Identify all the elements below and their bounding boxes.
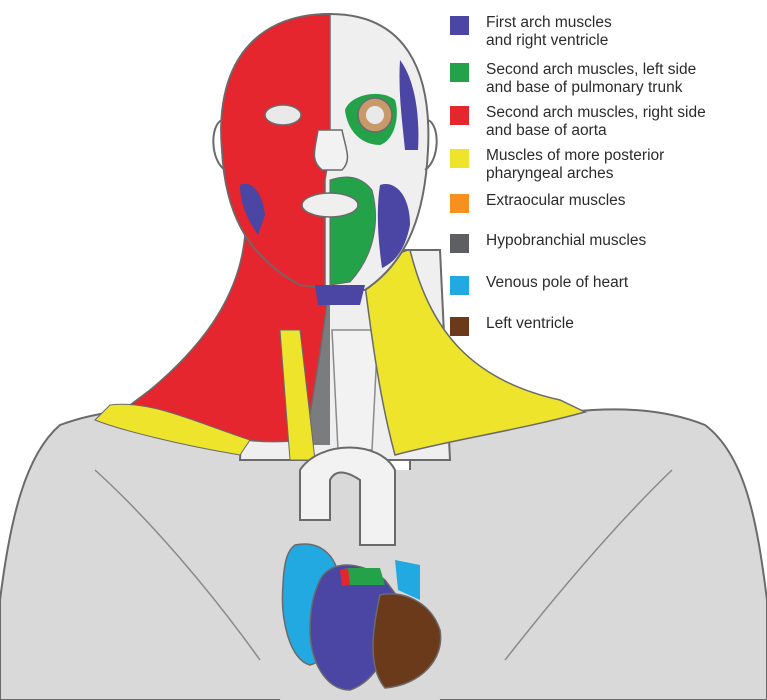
legend-swatch [450, 234, 469, 253]
legend-swatch [450, 106, 469, 125]
trachea [332, 330, 378, 450]
legend-swatch [450, 317, 469, 336]
legend-label-line: Second arch muscles, right side [486, 104, 706, 122]
legend-label-line: Left ventricle [486, 315, 574, 333]
legend-swatch [450, 63, 469, 82]
legend-item: Venous pole of heart [450, 274, 628, 295]
legend-label: Extraocular muscles [486, 192, 626, 210]
eye-left-iris [366, 106, 384, 124]
legend-label-line: pharyngeal arches [486, 165, 664, 183]
legend-label-line: Extraocular muscles [486, 192, 626, 210]
legend-label-line: and base of pulmonary trunk [486, 79, 696, 97]
legend-swatch [450, 16, 469, 35]
legend-swatch [450, 149, 469, 168]
legend-label-line: Hypobranchial muscles [486, 232, 646, 250]
legend-item: Left ventricle [450, 315, 574, 336]
legend-swatch [450, 194, 469, 213]
legend-label-line: Second arch muscles, left side [486, 61, 696, 79]
legend-swatch [450, 276, 469, 295]
legend-label-line: Venous pole of heart [486, 274, 628, 292]
legend-label-line: Muscles of more posterior [486, 147, 664, 165]
legend-item: Extraocular muscles [450, 192, 626, 213]
nose [314, 130, 347, 170]
legend-label-line: First arch muscles [486, 14, 612, 32]
legend-label-line: and right ventricle [486, 32, 612, 50]
legend-item: Hypobranchial muscles [450, 232, 646, 253]
heart-pulmonary-base [345, 568, 385, 585]
legend-label-line: and base of aorta [486, 122, 706, 140]
mouth [302, 193, 358, 217]
legend-label: Venous pole of heart [486, 274, 628, 292]
legend-label: Left ventricle [486, 315, 574, 333]
eye-right [265, 105, 301, 125]
torso-right [410, 409, 767, 700]
legend-label: Hypobranchial muscles [486, 232, 646, 250]
face-muscles-right-side [221, 14, 330, 288]
first-arch-chin [315, 285, 365, 305]
